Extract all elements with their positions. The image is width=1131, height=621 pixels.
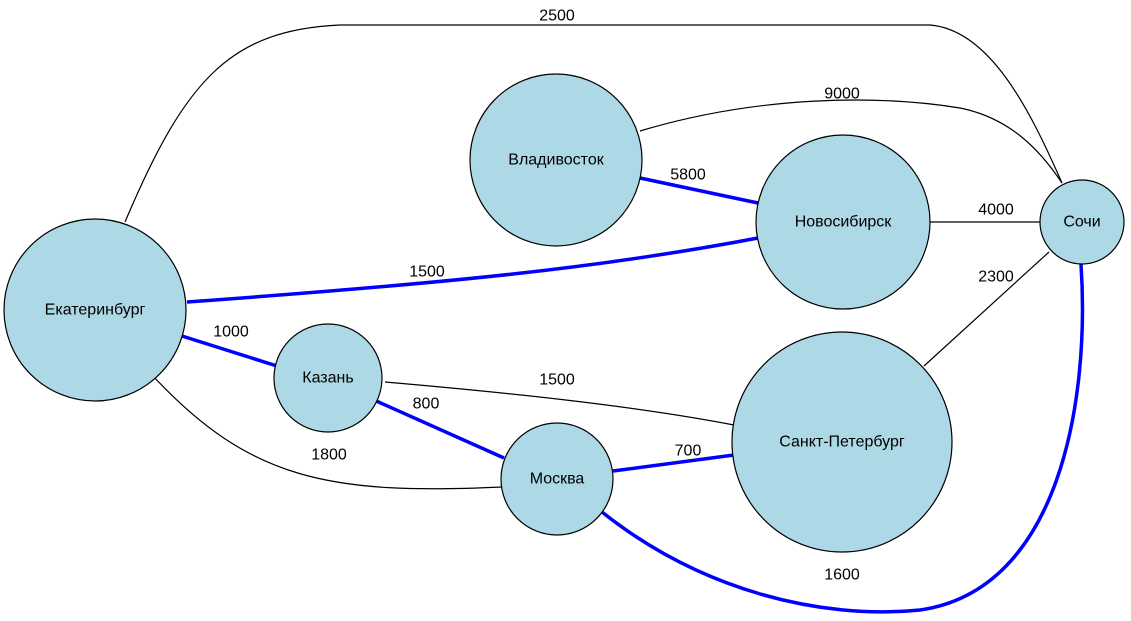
node-sochi-circle: [1039, 179, 1125, 265]
node-moscow-circle: [500, 422, 614, 536]
edge-msk-spb: [612, 453, 735, 473]
node-moscow-label: Москва: [530, 471, 585, 488]
edge-ekb-sochi: [124, 24, 1063, 223]
nodes-layer: Екатеринбург Владивосток Новосибирск Соч…: [3, 73, 1125, 553]
edge-label-vlad-nsk: 5800: [670, 167, 706, 184]
node-saint-petersburg[interactable]: Санкт-Петербург: [731, 331, 953, 553]
edge-label-ekb-nsk: 1500: [409, 264, 445, 281]
edge-label-ekb-sochi: 2500: [539, 8, 575, 25]
edge-vlad-nsk: [639, 176, 759, 205]
node-ekaterinburg[interactable]: Екатеринбург: [3, 218, 187, 402]
edge-label-msk-spb: 700: [675, 443, 702, 460]
edge-ekb-kazan: [181, 334, 278, 368]
edge-kazan-spb: [384, 381, 735, 426]
node-novosibirsk[interactable]: Новосибирск: [755, 134, 931, 310]
edge-label-kazan-spb: 1500: [539, 372, 575, 389]
node-novosibirsk-circle: [755, 134, 931, 310]
node-kazan-label: Казань: [302, 370, 353, 387]
edges-layer: [124, 24, 1085, 614]
edge-vlad-sochi: [639, 99, 1063, 184]
node-kazan-circle: [273, 323, 383, 433]
edge-label-nsk-sochi: 4000: [978, 202, 1014, 219]
edge-spb-sochi: [923, 251, 1050, 367]
node-vladivostok[interactable]: Владивосток: [469, 73, 643, 247]
node-vladivostok-label: Владивосток: [508, 152, 604, 169]
edge-label-vlad-sochi: 9000: [824, 86, 860, 103]
node-saint-petersburg-label: Санкт-Петербург: [779, 434, 905, 451]
edge-label-msk-sochi: 1600: [824, 567, 860, 584]
edge-kazan-msk: [373, 398, 505, 460]
node-saint-petersburg-circle: [731, 331, 953, 553]
node-ekaterinburg-circle: [3, 218, 187, 402]
node-kazan[interactable]: Казань: [273, 323, 383, 433]
node-vladivostok-circle: [469, 73, 643, 247]
node-sochi[interactable]: Сочи: [1039, 179, 1125, 265]
node-ekaterinburg-label: Екатеринбург: [45, 302, 146, 319]
edge-label-spb-sochi: 2300: [978, 269, 1014, 286]
edge-label-ekb-kazan: 1000: [213, 324, 249, 341]
edge-msk-sochi: [600, 263, 1085, 614]
edge-labels-layer: 2500 9000 5800 4000 1500 2300 1000 1500 …: [213, 8, 1014, 584]
node-sochi-label: Сочи: [1063, 214, 1100, 231]
edge-label-kazan-msk: 800: [413, 396, 440, 413]
node-moscow[interactable]: Москва: [500, 422, 614, 536]
node-novosibirsk-label: Новосибирск: [795, 214, 893, 231]
edge-ekb-msk: [152, 375, 503, 490]
edge-label-ekb-msk: 1800: [311, 447, 347, 464]
edge-ekb-nsk: [186, 236, 759, 304]
